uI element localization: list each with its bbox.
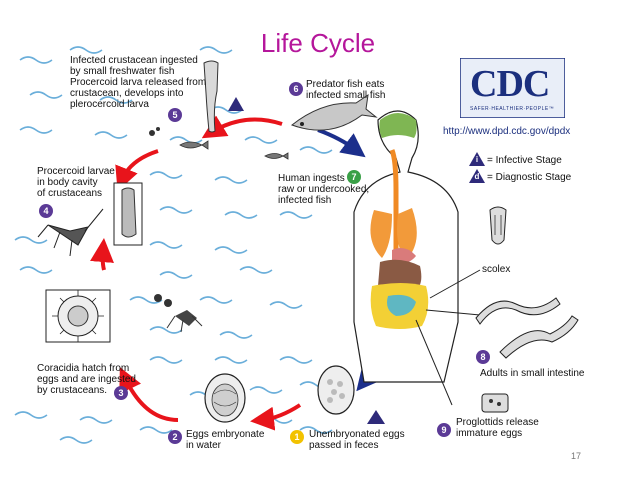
stage-9-label: Proglottids release immature eggs — [456, 417, 539, 439]
small-fish-icon — [179, 140, 289, 160]
stage-2-number: 2 — [168, 430, 182, 444]
stage-6-label: Predator fish eats infected small fish — [306, 79, 386, 101]
diagnostic-stage-icon — [367, 410, 385, 424]
infective-stage-icon — [228, 97, 244, 111]
legend-diagnostic-icon: d — [469, 169, 485, 183]
cdc-logo: CDC — [470, 63, 550, 105]
stage-3-number: 3 — [114, 386, 128, 400]
unembryonated-egg-icon — [317, 365, 355, 415]
human-body-icon — [353, 110, 459, 383]
stage-5-label: Infected crustacean ingested by small fr… — [70, 55, 207, 110]
stage-8-label: Adults in small intestine — [480, 368, 585, 379]
plerocercoid-larva-icon — [203, 60, 219, 133]
stage-5-number: 5 — [168, 108, 182, 122]
cdc-tagline: SAFER·HEALTHIER·PEOPLE™ — [470, 106, 555, 112]
stage-9-number: 9 — [437, 423, 451, 437]
legend-infective-icon: i — [469, 152, 485, 166]
stage-2-label: Eggs embryonate in water — [186, 429, 265, 451]
stage-3-label: Coracidia hatch from eggs and are ingest… — [37, 363, 136, 396]
proglottid-icon — [481, 393, 509, 413]
scolex-icon — [489, 206, 507, 245]
legend-infective-label: = Infective Stage — [487, 155, 562, 166]
cdc-logo-box — [460, 58, 565, 118]
stage-6-number: 6 — [289, 82, 303, 96]
cdc-url[interactable]: http://www.dpd.cdc.gov/dpdx — [443, 126, 571, 137]
embryonated-egg-icon — [204, 373, 246, 423]
stage-8-number: 8 — [476, 350, 490, 364]
stage-4-number: 4 — [39, 204, 53, 218]
scolex-label: scolex — [482, 264, 511, 275]
leader-lines — [415, 269, 481, 406]
page-title: Life Cycle — [260, 28, 376, 58]
stage-1-number: 1 — [290, 430, 304, 444]
stage-4-label: Procercoid larvae in body cavity of crus… — [37, 166, 115, 199]
stage-7-label: Human ingests raw or undercooked, infect… — [278, 173, 370, 206]
crustacean-icon — [37, 182, 143, 257]
slide-number: 17 — [571, 451, 582, 461]
stage-7-number: 7 — [347, 170, 361, 184]
copepod-icon — [149, 127, 203, 333]
cycle-arrows — [90, 115, 302, 431]
stage-1-label: Unembryonated eggs passed in feces — [309, 429, 405, 451]
predator-fish-icon — [290, 93, 378, 131]
coracidium-icon — [45, 289, 111, 343]
legend-diagnostic-label: = Diagnostic Stage — [487, 172, 572, 183]
adult-tapeworm-icon — [475, 297, 579, 359]
